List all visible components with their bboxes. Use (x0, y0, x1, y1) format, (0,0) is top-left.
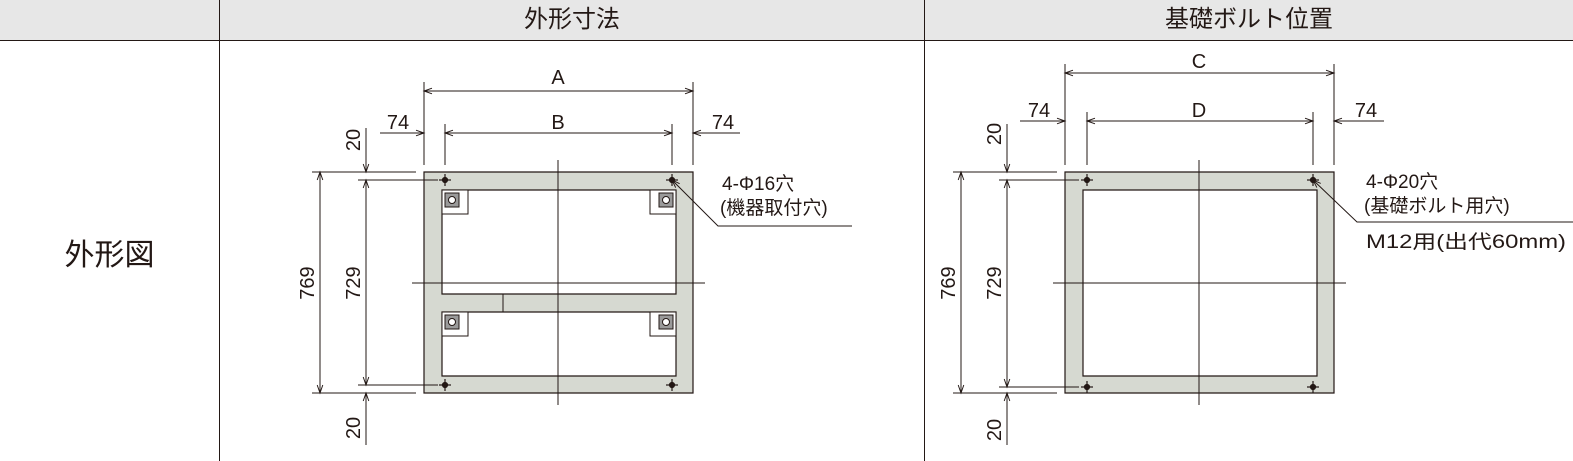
hole-mark (439, 379, 451, 391)
dim-label-20-top: 20 (343, 129, 365, 151)
dim-label-D: D (1192, 100, 1206, 122)
dim-label-C: C (1192, 51, 1206, 73)
mounting-pad (649, 311, 677, 337)
hole-mark (1081, 174, 1093, 186)
bolt-holes (1081, 174, 1319, 393)
dimension-lines (957, 69, 1384, 445)
hole-note-line-3: M12用(出代60mm) (1366, 231, 1566, 253)
dim-label-20-bottom: 20 (984, 419, 1006, 441)
hole-mark (666, 379, 678, 391)
hole-note-line-1: 4-Φ20穴 (1366, 171, 1438, 193)
hole-mark (1307, 381, 1319, 393)
mounting-pad (441, 311, 469, 337)
dim-label-74-right: 74 (1355, 100, 1377, 122)
bolt-base-frame (1064, 171, 1335, 394)
header-foundation-bolt-position: 基礎ボルト位置 (1165, 6, 1333, 33)
base-frame (423, 171, 694, 394)
dim-label-74-left: 74 (387, 112, 409, 134)
hole-leader-line (670, 178, 852, 227)
hole-note-line-1: 4-Φ16穴 (722, 173, 794, 195)
mounting-pads (441, 189, 677, 337)
dim-label-A: A (551, 67, 565, 89)
dim-label-74-left: 74 (1028, 100, 1050, 122)
outer-dimension-drawing: A B 74 74 20 20 769 729 4-Φ16穴 (機器取付穴) (297, 67, 852, 445)
center-lines (412, 160, 705, 405)
dim-label-74-right: 74 (712, 112, 734, 134)
row-label-outline-drawing: 外形図 (64, 239, 155, 272)
header-outer-dimensions: 外形寸法 (524, 6, 620, 33)
hole-leader-line (1311, 178, 1573, 223)
dim-label-20-top: 20 (984, 123, 1006, 145)
hole-mark (439, 174, 451, 186)
dim-label-769: 769 (938, 266, 960, 299)
header-row (0, 0, 1573, 40)
foundation-bolt-drawing: C D 74 74 20 20 769 729 4-Φ20穴 (基礎ボルト用穴)… (938, 51, 1573, 445)
dimension-lines (316, 87, 740, 445)
dim-label-729: 729 (343, 266, 365, 299)
extension-lines (312, 82, 694, 394)
center-lines (1053, 160, 1346, 405)
dim-label-729: 729 (984, 266, 1006, 299)
mounting-pad (649, 189, 677, 215)
extension-lines (953, 64, 1335, 394)
dim-label-769: 769 (297, 266, 319, 299)
mounting-pad (441, 189, 469, 215)
hole-mark (1081, 381, 1093, 393)
hole-note-line-2: (基礎ボルト用穴) (1364, 195, 1510, 217)
dim-label-20-bottom: 20 (343, 417, 365, 439)
hole-note-line-2: (機器取付穴) (720, 197, 828, 219)
dim-label-B: B (551, 112, 564, 134)
